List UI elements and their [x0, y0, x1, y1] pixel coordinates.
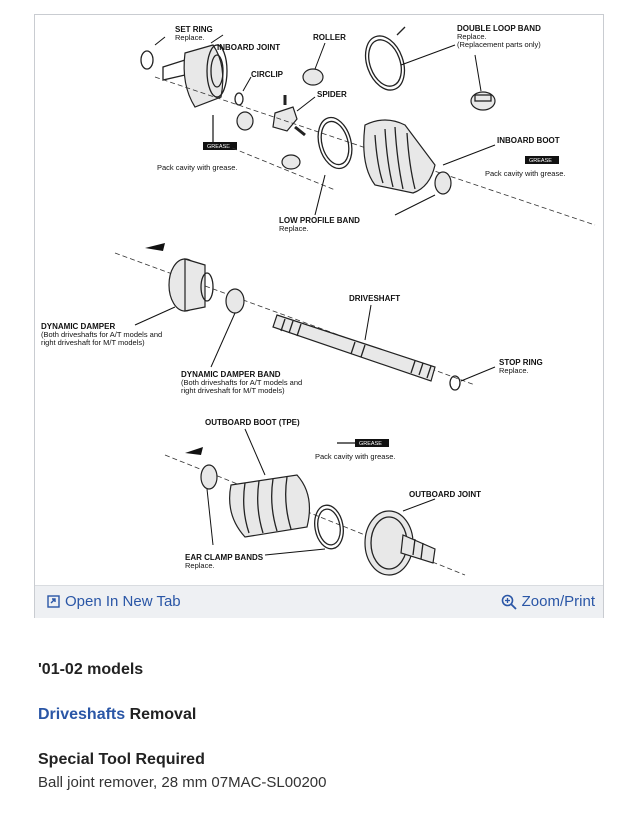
svg-text:GREASE: GREASE	[207, 144, 230, 150]
pack-grease-label-3: Pack cavity with grease.	[315, 452, 395, 461]
direction-arrow-2	[185, 447, 203, 455]
inboard-joint-label: INBOARD JOINT	[217, 43, 280, 52]
low-profile-band-part	[317, 116, 353, 170]
double-loop-band-sub1: Replace.	[457, 32, 487, 41]
roller-part-2	[236, 111, 254, 131]
pack-grease-label-2: Pack cavity with grease.	[485, 169, 565, 178]
open-in-new-tab-label: Open In New Tab	[65, 593, 181, 610]
double-loop-band-sub2: (Replacement parts only)	[457, 40, 541, 49]
models-heading: '01-02 models	[38, 661, 144, 678]
driveshafts-link[interactable]: Driveshafts	[38, 706, 126, 723]
grease-tag-3: GREASE	[337, 439, 389, 447]
set-ring-part	[140, 50, 154, 70]
inboard-boot-label: INBOARD BOOT	[497, 136, 560, 145]
double-loop-clip-part	[470, 91, 496, 111]
diagram-figure: SET RING Replace. INBOARD JOINT GREASE P…	[34, 14, 604, 618]
dynamic-damper-band-label: DYNAMIC DAMPER BAND	[181, 370, 281, 379]
zoom-print-label: Zoom/Print	[521, 593, 595, 610]
ear-clamp-band-large-inner	[317, 508, 341, 546]
spider-label: SPIDER	[317, 90, 347, 99]
figure-toolbar: Open In New Tab Zoom/Print	[35, 585, 603, 618]
dynamic-damper-part	[168, 258, 214, 312]
dynamic-damper-band-sub1: (Both driveshafts for A/T models and	[181, 378, 302, 387]
svg-text:GREASE: GREASE	[529, 158, 552, 164]
roller-label: ROLLER	[313, 33, 346, 42]
inboard-joint-part	[162, 44, 228, 108]
removal-text: Removal	[125, 706, 197, 723]
low-profile-band-sub: Replace.	[279, 224, 309, 233]
roller-part	[302, 68, 324, 86]
stop-ring-part	[449, 375, 461, 391]
dynamic-damper-band-sub2: right driveshaft for M/T models)	[181, 386, 285, 395]
spider-part	[272, 95, 306, 137]
direction-arrow-1	[145, 243, 165, 251]
ear-clamp-bands-sub: Replace.	[185, 561, 215, 570]
ear-clamp-band-small	[200, 464, 218, 490]
special-tool-heading: Special Tool Required	[38, 751, 205, 768]
double-loop-band-part	[364, 26, 406, 91]
dynamic-damper-label: DYNAMIC DAMPER	[41, 322, 115, 331]
roller-part-3	[281, 154, 301, 170]
magnifier-icon	[501, 594, 517, 610]
circlip-part	[234, 92, 244, 106]
inboard-boot-part	[363, 119, 436, 194]
dynamic-damper-band-part	[225, 288, 245, 314]
double-loop-band-label: DOUBLE LOOP BAND	[457, 24, 541, 33]
set-ring-label: SET RING	[175, 25, 213, 34]
driveshaft-exploded-diagram: SET RING Replace. INBOARD JOINT GREASE P…	[41, 24, 596, 576]
grease-tag-2: GREASE	[525, 156, 559, 164]
open-in-new-tab-button[interactable]: Open In New Tab	[47, 593, 181, 610]
inboard-boot-band	[434, 171, 452, 195]
outboard-joint-part	[364, 510, 436, 576]
stop-ring-label: STOP RING	[499, 358, 543, 367]
ear-clamp-band-large	[314, 504, 344, 550]
open-new-tab-icon	[47, 595, 60, 608]
dynamic-damper-sub1: (Both driveshafts for A/T models and	[41, 330, 162, 339]
dynamic-damper-sub2: right driveshaft for M/T models)	[41, 338, 145, 347]
stop-ring-sub: Replace.	[499, 366, 529, 375]
low-profile-band-inner	[320, 120, 350, 166]
ear-clamp-bands-label: EAR CLAMP BANDS	[185, 553, 264, 562]
low-profile-band-label: LOW PROFILE BAND	[279, 216, 360, 225]
driveshaft-part	[272, 314, 436, 382]
driveshaft-label: DRIVESHAFT	[349, 294, 400, 303]
grease-tag-1: GREASE	[203, 115, 237, 150]
outboard-joint-label: OUTBOARD JOINT	[409, 490, 481, 499]
svg-text:GREASE: GREASE	[359, 441, 382, 447]
pack-grease-label-1: Pack cavity with grease.	[157, 163, 237, 172]
removal-heading: Driveshafts Removal	[38, 706, 196, 724]
special-tool-text: Ball joint remover, 28 mm 07MAC-SL00200	[38, 774, 327, 791]
outboard-boot-label: OUTBOARD BOOT (TPE)	[205, 418, 300, 427]
zoom-print-button[interactable]: Zoom/Print	[501, 593, 595, 610]
circlip-label: CIRCLIP	[251, 70, 284, 79]
set-ring-sub: Replace.	[175, 33, 205, 42]
outboard-boot-part	[229, 474, 310, 538]
